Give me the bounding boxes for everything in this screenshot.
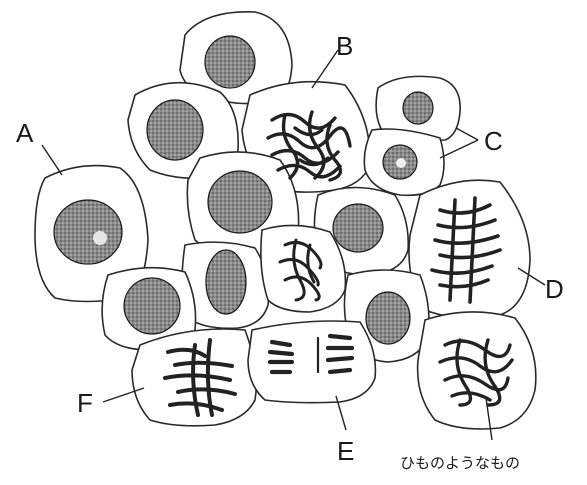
leader-C-upper <box>456 128 478 140</box>
nucleus <box>54 200 122 264</box>
label-E: E <box>337 436 354 466</box>
nucleus <box>403 92 433 124</box>
nucleus <box>124 278 180 334</box>
nucleolus <box>93 231 107 245</box>
label-C: C <box>484 126 503 156</box>
nucleus <box>205 36 255 88</box>
nucleus <box>333 204 383 252</box>
nucleus <box>206 250 246 314</box>
label-A: A <box>16 118 34 148</box>
label-B: B <box>336 31 353 61</box>
cell-mid <box>261 225 346 312</box>
nucleus <box>147 100 203 160</box>
leader-C-lower <box>440 140 478 158</box>
nucleolus <box>396 158 406 168</box>
label-D: D <box>545 274 564 304</box>
nucleus <box>208 171 272 233</box>
label-F: F <box>77 388 93 418</box>
leader-A <box>42 145 62 175</box>
cell-E <box>248 321 375 403</box>
nucleus <box>366 292 410 344</box>
cell-bottom-right <box>418 312 536 429</box>
annotation-string-like: ひものようなもの <box>400 454 520 472</box>
